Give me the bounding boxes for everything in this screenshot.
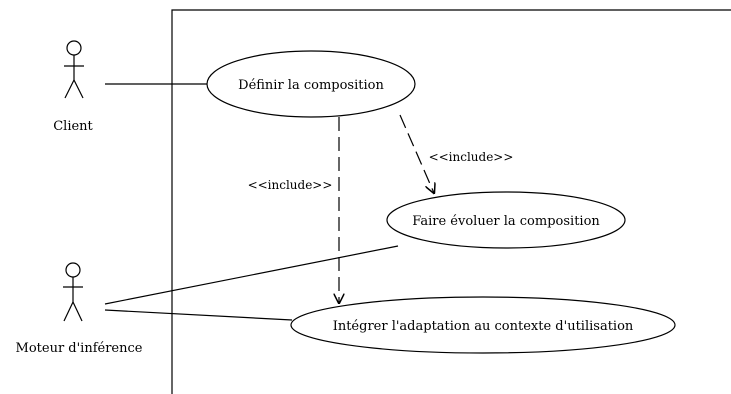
system-boundary — [171, 9, 731, 394]
use-case-integrate-adaptation-label: Intégrer l'adaptation au contexte d'util… — [333, 319, 634, 334]
inference-engine-actor: Moteur d'inférence — [16, 262, 143, 356]
include-label-define-integrate: <<include>> — [248, 178, 333, 192]
association-engine-evolve — [104, 245, 399, 305]
client-actor-label: Client — [53, 119, 93, 134]
use-case-evolve-composition-label: Faire évoluer la composition — [412, 214, 600, 229]
use-case-define-composition-label: Définir la composition — [238, 78, 384, 93]
include-arrow-define-evolve — [399, 114, 434, 193]
include-label-define-evolve: <<include>> — [429, 150, 514, 164]
association-engine-integrate — [104, 309, 293, 321]
inference-engine-actor-label: Moteur d'inférence — [16, 341, 143, 356]
use-case-define-composition: Définir la composition — [206, 50, 416, 118]
inference-engine-actor-head — [65, 262, 81, 278]
client-actor-head — [66, 40, 82, 56]
client-actor: Client — [53, 40, 94, 134]
use-case-integrate-adaptation: Intégrer l'adaptation au contexte d'util… — [290, 296, 676, 354]
use-case-evolve-composition: Faire évoluer la composition — [386, 191, 626, 249]
